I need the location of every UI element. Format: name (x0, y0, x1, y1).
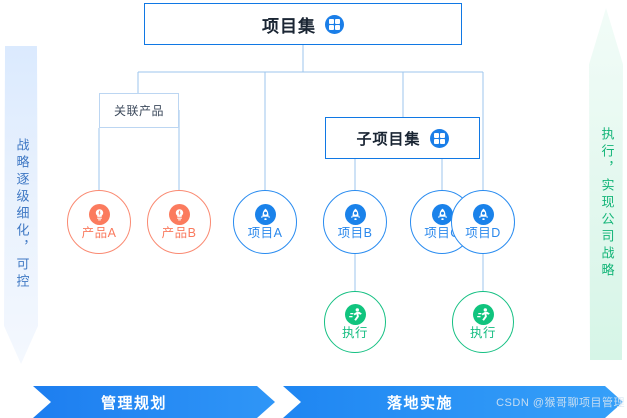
rocket-icon (344, 204, 366, 226)
left-band-label: 战略逐级细化，可控 (14, 137, 30, 291)
lightbulb-icon (168, 204, 190, 226)
grid-icon (325, 14, 344, 34)
right-execution-band: 执行，实现公司战略 (589, 8, 623, 360)
phase-step-planning-label: 管理规划 (101, 394, 168, 412)
left-band-arrow-shape (4, 46, 38, 364)
node-product-a[interactable]: 产品A (67, 190, 131, 254)
runner-icon (344, 304, 366, 326)
rocket-icon (431, 204, 453, 226)
node-product-a-label: 产品A (81, 226, 117, 241)
right-band-label: 执行，实现公司战略 (599, 126, 615, 280)
node-product-b[interactable]: 产品B (147, 190, 211, 254)
related-product-box[interactable]: 关联产品 (99, 93, 179, 128)
phase-step-planning[interactable]: 管理规划 (33, 386, 275, 418)
phase-step-implementation[interactable]: 落地实施 (283, 386, 623, 418)
node-project-a[interactable]: 项目A (233, 190, 297, 254)
left-strategy-band: 战略逐级细化，可控 (4, 46, 38, 364)
program-box[interactable]: 项目集 (144, 3, 462, 45)
phase-banner: 管理规划 落地实施 CSDN @猴哥聊项目管理 (0, 386, 627, 418)
node-project-d-label: 项目D (465, 226, 501, 241)
node-execution-1-label: 执行 (341, 326, 368, 341)
related-product-label: 关联产品 (113, 104, 164, 118)
node-project-a-label: 项目A (247, 226, 283, 241)
grid-icon (429, 128, 449, 148)
node-project-d[interactable]: 项目D (451, 190, 515, 254)
right-band-arrow-shape (589, 8, 623, 360)
runner-icon (472, 304, 494, 326)
lightbulb-icon (88, 204, 110, 226)
node-execution-1[interactable]: 执行 (324, 291, 386, 353)
node-product-b-label: 产品B (161, 226, 197, 241)
watermark: CSDN @猴哥聊项目管理 (496, 397, 625, 409)
subprogram-box[interactable]: 子项目集 (325, 117, 480, 159)
node-project-c-label: 项目C (424, 226, 460, 241)
node-execution-2[interactable]: 执行 (452, 291, 514, 353)
node-execution-2-label: 执行 (469, 326, 496, 341)
node-project-b-label: 项目B (337, 226, 373, 241)
program-box-label: 项目集 (262, 16, 316, 36)
phase-step-implementation-label: 落地实施 (387, 394, 454, 412)
rocket-icon (254, 204, 276, 226)
rocket-icon (472, 204, 494, 226)
subprogram-box-label: 子项目集 (356, 130, 421, 148)
node-project-b[interactable]: 项目B (323, 190, 387, 254)
